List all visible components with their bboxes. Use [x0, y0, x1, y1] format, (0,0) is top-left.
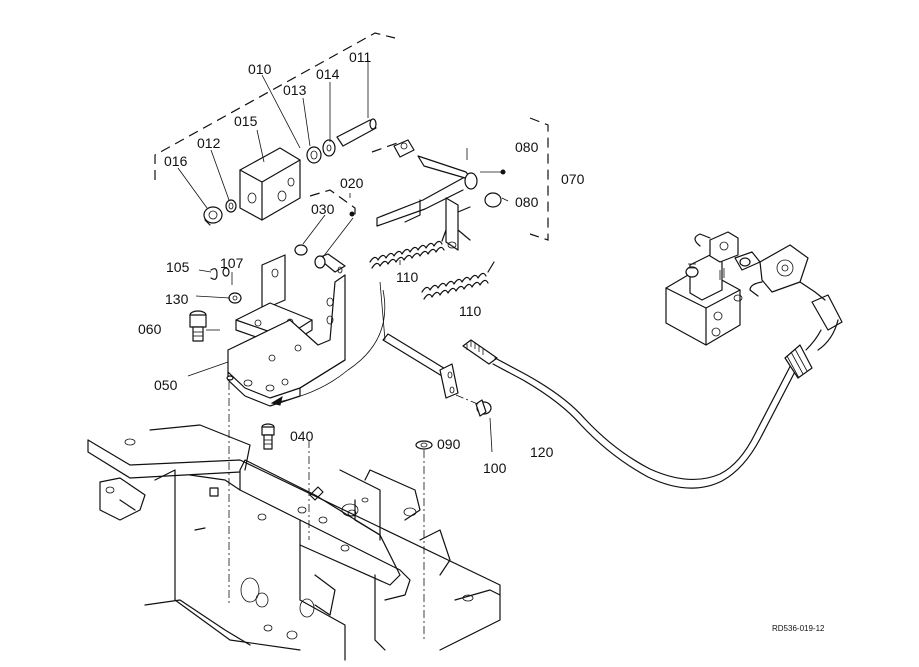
- drawing-reference: RD536-019-12: [772, 624, 825, 633]
- pivot-bolt-020: [314, 253, 346, 274]
- label-030: 030: [311, 201, 335, 217]
- chassis-frame: [87, 350, 501, 661]
- pin-100: [455, 394, 492, 417]
- label-130: 130: [165, 291, 189, 307]
- label-100: 100: [483, 460, 507, 476]
- label-110-lower: 110: [459, 303, 482, 319]
- label-012: 012: [197, 135, 221, 151]
- rotation-arrow: [270, 289, 386, 406]
- lever-070: [371, 139, 502, 251]
- control-rod: [382, 333, 459, 399]
- group-bracket-070: [529, 117, 549, 241]
- label-080-upper: 080: [515, 139, 539, 155]
- label-016: 016: [164, 153, 188, 169]
- label-013: 013: [283, 82, 307, 98]
- clip-105: [210, 268, 218, 280]
- valve-block-015: [239, 147, 301, 221]
- oring-012: [225, 199, 237, 213]
- spring-110-upper: [369, 229, 447, 269]
- collar-130: [228, 292, 242, 304]
- label-050: 050: [154, 377, 178, 393]
- label-060: 060: [138, 321, 162, 337]
- washer-107: [222, 267, 230, 277]
- label-070: 070: [561, 171, 585, 187]
- pin-011: [336, 118, 377, 147]
- hydraulic-valve-assembly: [665, 231, 826, 346]
- ring-013: [306, 146, 322, 164]
- leader-lines: [177, 60, 509, 453]
- ring-014: [322, 139, 336, 157]
- label-080-lower: 080: [515, 194, 539, 210]
- stud-090: [415, 440, 433, 640]
- label-107: 107: [220, 255, 244, 271]
- label-105: 105: [166, 259, 190, 275]
- group-bracket-020: [309, 189, 356, 218]
- label-120: 120: [530, 444, 554, 460]
- label-010: 010: [248, 61, 272, 77]
- bolt-040: [261, 423, 275, 450]
- group-bracket-010: [154, 32, 396, 180]
- label-020: 020: [340, 175, 364, 191]
- bracket-050: [226, 254, 346, 407]
- label-014: 014: [316, 66, 340, 82]
- label-015: 015: [234, 113, 258, 129]
- label-110-upper: 110: [396, 269, 419, 285]
- label-090: 090: [437, 436, 461, 452]
- spring-110-lower: [421, 261, 495, 300]
- label-011: 011: [349, 49, 372, 65]
- bolt-060: [189, 310, 207, 342]
- cap-016: [203, 206, 223, 226]
- label-040: 040: [290, 428, 314, 444]
- throttle-cable-120: [462, 294, 843, 489]
- oring-030: [294, 244, 308, 256]
